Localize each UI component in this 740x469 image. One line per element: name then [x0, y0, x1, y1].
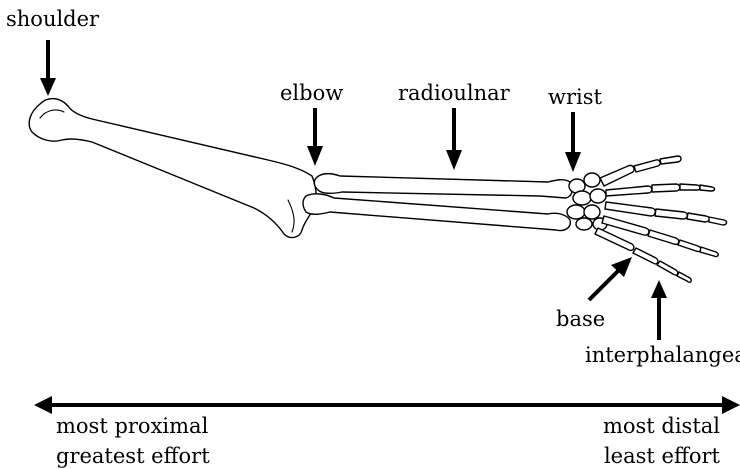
- arrow-elbow: [307, 108, 323, 166]
- label-interphalangeal: interphalangeal: [585, 343, 740, 367]
- label-base: base: [556, 307, 605, 331]
- little-finger-bones: [595, 228, 691, 282]
- ring-finger-bones: [602, 216, 718, 257]
- label-elbow: elbow: [280, 81, 343, 105]
- humerus-bone: [29, 99, 316, 238]
- thumb-bones: [600, 156, 681, 186]
- ulna-bone: [303, 194, 570, 231]
- arm-skeleton-illustration: [29, 99, 726, 283]
- arrow-radioulnar: [446, 108, 462, 170]
- label-wrist: wrist: [548, 85, 603, 109]
- label-shoulder: shoulder: [6, 7, 100, 31]
- index-finger-bones: [606, 184, 715, 196]
- effort-scale-arrow: [34, 396, 740, 414]
- arrow-interphalangeal: [651, 280, 667, 340]
- scale-left-line1: most proximal: [56, 414, 209, 438]
- scale-right-line1: most distal: [603, 414, 720, 438]
- arrow-base: [589, 257, 632, 300]
- scale-left-line2: greatest effort: [56, 444, 210, 468]
- arrow-wrist: [565, 112, 581, 172]
- radius-bone: [314, 174, 572, 198]
- label-radioulnar: radioulnar: [398, 81, 511, 105]
- arrow-shoulder: [40, 40, 56, 96]
- scale-right-line2: least effort: [604, 444, 721, 468]
